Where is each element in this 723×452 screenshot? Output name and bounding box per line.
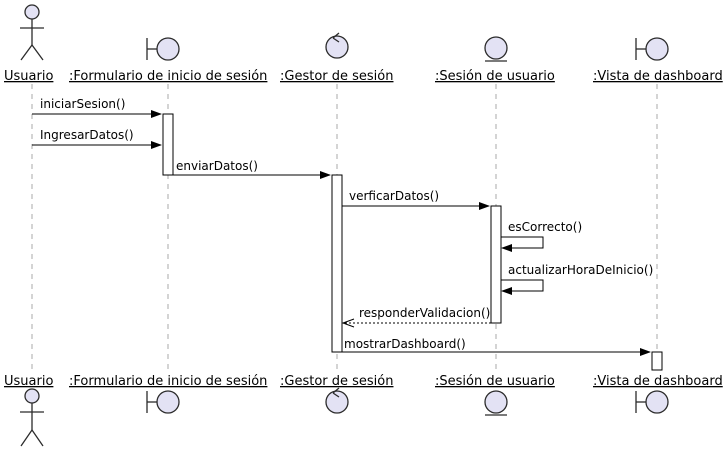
participant-label-formulario-bottom: :Formulario de inicio de sesión xyxy=(69,374,267,389)
participant-label-vista-bottom: :Vista de dashboard xyxy=(593,374,723,389)
arrowhead xyxy=(151,141,162,149)
arrowhead xyxy=(640,348,651,356)
entity-icon xyxy=(484,36,508,62)
arrowhead xyxy=(501,287,512,295)
message-label-enviardatos: enviarDatos() xyxy=(176,159,258,173)
message-label-ingresardatos: IngresarDatos() xyxy=(40,128,134,142)
message-label-actualizarhoradeinicio: actualizarHoraDeInicio() xyxy=(508,263,653,277)
participant-label-gestor-bottom: :Gestor de sesión xyxy=(280,374,393,389)
boundary-icon xyxy=(146,390,180,414)
entity-icon xyxy=(484,390,508,416)
self-message-arrow xyxy=(501,236,544,249)
message-label-mostrardashboard: mostrarDashboard() xyxy=(344,337,466,351)
arrowhead xyxy=(320,171,331,179)
open-arrowhead xyxy=(341,318,355,328)
participant-label-gestor: :Gestor de sesión xyxy=(280,69,393,84)
arrowhead xyxy=(479,202,490,210)
actor-stick-figure-icon xyxy=(20,4,44,61)
activation-vista xyxy=(651,351,663,371)
control-icon xyxy=(325,387,349,414)
boundary-icon xyxy=(635,390,669,414)
message-label-iniciarsesion: iniciarSesion() xyxy=(40,97,125,111)
activation-gestor xyxy=(331,174,343,353)
self-message-arrow xyxy=(501,279,544,292)
participant-label-usuario: Usuario xyxy=(4,69,53,84)
boundary-icon xyxy=(635,37,669,61)
arrowhead xyxy=(151,110,162,118)
message-label-verficardatos: verficarDatos() xyxy=(349,189,439,203)
boundary-icon xyxy=(146,37,180,61)
participant-label-sesion: :Sesión de usuario xyxy=(435,69,555,84)
message-label-escorrecto: esCorrecto() xyxy=(508,220,582,234)
activation-sesion xyxy=(490,205,502,324)
arrowhead xyxy=(501,244,512,252)
participant-label-sesion-bottom: :Sesión de usuario xyxy=(435,374,555,389)
participant-label-usuario-bottom: Usuario xyxy=(4,374,53,389)
participant-label-vista: :Vista de dashboard xyxy=(593,69,723,84)
participant-label-formulario: :Formulario de inicio de sesión xyxy=(69,69,267,84)
actor-stick-figure-icon xyxy=(20,388,44,447)
message-label-respondervalidacion: responderValidacion() xyxy=(359,306,490,320)
control-icon xyxy=(325,32,349,59)
activation-formulario xyxy=(162,113,174,176)
